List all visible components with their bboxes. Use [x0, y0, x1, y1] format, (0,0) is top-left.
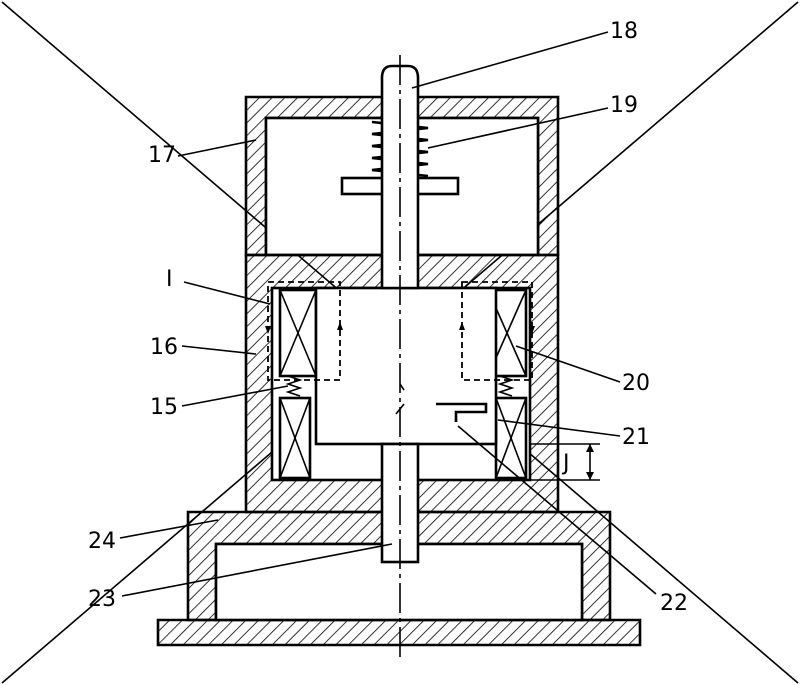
gap-label: J [561, 451, 570, 476]
label-21: 21 [622, 425, 650, 450]
small-springs [285, 375, 515, 397]
label-16: 16 [150, 335, 178, 360]
labels: 18 19 17 I 16 15 20 21 24 23 22 [88, 19, 688, 616]
armature [314, 286, 498, 446]
label-23: 23 [88, 587, 116, 612]
label-15: 15 [150, 395, 178, 420]
label-I: I [166, 267, 173, 292]
leader-lines [119, 31, 657, 597]
label-22: 22 [660, 591, 688, 616]
flux-loops [265, 281, 535, 381]
shaft [380, 55, 420, 660]
label-17: 17 [148, 143, 176, 168]
label-24: 24 [88, 529, 116, 554]
gap-dimension: J [530, 443, 600, 481]
label-19: 19 [610, 93, 638, 118]
label-18: 18 [610, 19, 638, 44]
label-20: 20 [622, 371, 650, 396]
